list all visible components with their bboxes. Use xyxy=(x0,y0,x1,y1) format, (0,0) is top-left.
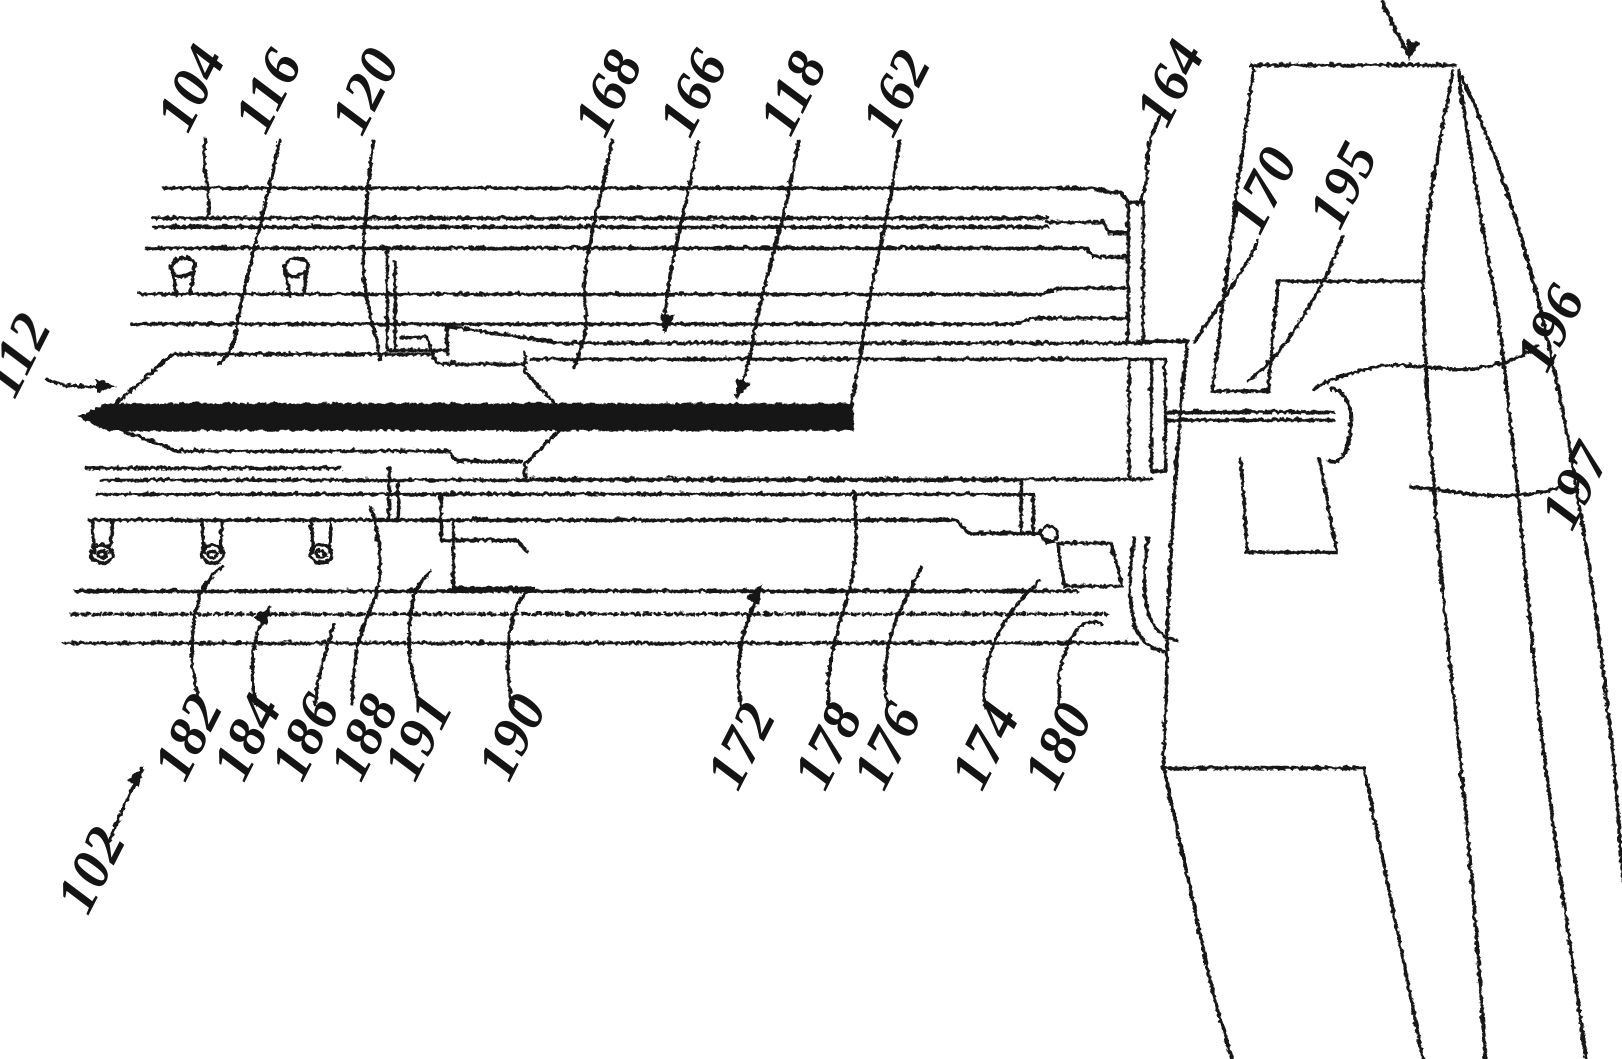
leader-line-120 xyxy=(360,138,381,361)
ref-label-120: 120 xyxy=(318,38,413,144)
leader-line-176 xyxy=(882,564,922,708)
leader-line-184 xyxy=(249,608,268,705)
ref-label-196: 196 xyxy=(1503,275,1598,381)
ref-label-180: 180 xyxy=(1011,693,1106,799)
ref-label-197: 197 xyxy=(1528,432,1622,539)
leader-line-195 xyxy=(1245,233,1343,382)
leader-line-166 xyxy=(661,138,699,330)
ref-label-112: 112 xyxy=(0,303,64,406)
leader-line-186 xyxy=(312,622,334,705)
leader-line-182 xyxy=(189,563,223,705)
grip-trapezoid xyxy=(1209,62,1456,553)
leader-line-191 xyxy=(406,568,432,705)
ref-label-195: 195 xyxy=(1296,132,1391,238)
arrowhead-112 xyxy=(95,378,115,392)
bottom-contact-pins xyxy=(88,519,333,564)
plunger-flange xyxy=(1139,338,1352,472)
top-contact-pins xyxy=(168,255,309,297)
right-end-cap xyxy=(1010,185,1144,344)
handle-bars xyxy=(1160,68,1622,1059)
needle-shaft-dark-band xyxy=(76,402,853,430)
device-cross-section xyxy=(60,62,1622,1059)
leader-lines xyxy=(43,0,1562,847)
ref-label-166: 166 xyxy=(646,40,741,146)
arrowhead-166 xyxy=(659,312,674,333)
leader-line-104 xyxy=(201,136,210,218)
leader-line-190 xyxy=(504,585,535,705)
leader-line-cutoff xyxy=(1379,0,1408,54)
leader-line-172 xyxy=(735,586,761,708)
lower-elbow-fitting xyxy=(1054,535,1177,652)
ref-label-168: 168 xyxy=(561,40,656,146)
ref-label-172: 172 xyxy=(694,693,789,799)
ref-label-162: 162 xyxy=(849,40,944,146)
ref-label-164: 164 xyxy=(1123,30,1218,136)
leader-line-188 xyxy=(349,504,381,705)
arrowhead-118 xyxy=(735,376,749,398)
leader-line-196 xyxy=(1311,343,1539,390)
button-knob xyxy=(1326,386,1352,463)
leader-line-197 xyxy=(1408,484,1562,497)
bore-and-tip xyxy=(76,323,1152,469)
leader-line-170 xyxy=(1191,238,1259,344)
ref-label-174: 174 xyxy=(938,693,1033,799)
ref-label-176: 176 xyxy=(840,693,935,799)
arrowhead-172 xyxy=(745,583,761,604)
leader-line-164 xyxy=(1135,113,1161,205)
leader-line-168 xyxy=(571,138,613,368)
piston-block xyxy=(384,246,534,589)
arrowhead-cutoff xyxy=(1404,39,1419,60)
leader-line-174 xyxy=(981,578,1041,708)
ref-label-116: 116 xyxy=(222,39,315,142)
lower-tube-walls xyxy=(60,477,1138,644)
arrowhead-184 xyxy=(253,604,270,625)
arrowhead-102 xyxy=(125,766,143,787)
ref-label-104: 104 xyxy=(144,35,239,141)
leader-line-162 xyxy=(849,138,900,405)
ref-label-190: 190 xyxy=(465,684,560,790)
ref-label-118: 118 xyxy=(747,41,840,144)
leader-line-118 xyxy=(734,138,799,396)
ref-label-102: 102 xyxy=(44,817,139,923)
leader-line-180 xyxy=(1056,619,1103,708)
seal-nub xyxy=(1038,523,1058,543)
upper-tube-walls xyxy=(128,185,1094,325)
leader-line-178 xyxy=(825,489,857,708)
leader-line-116 xyxy=(217,138,280,364)
